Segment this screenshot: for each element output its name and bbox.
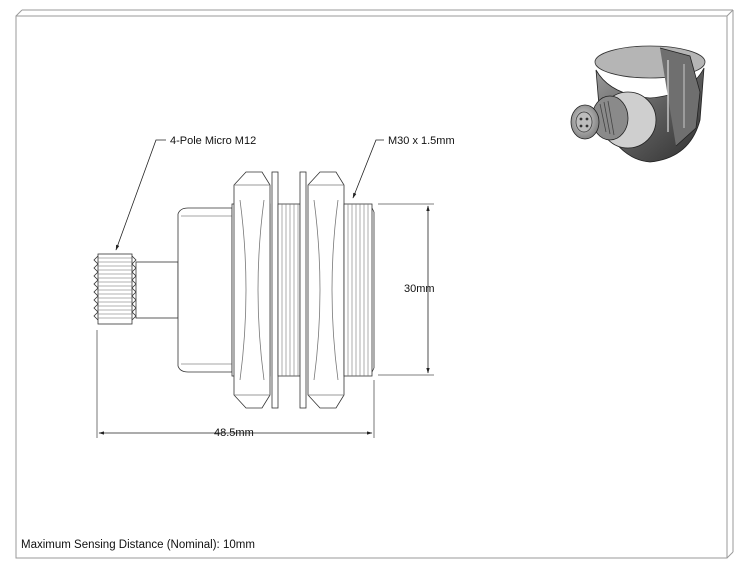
sensor-side-view (93, 171, 375, 409)
sensor-3d-render (570, 45, 706, 163)
washer-left (271, 171, 279, 409)
connector-thread (93, 253, 137, 325)
body-thread-front (343, 203, 375, 377)
dimension-diameter-label: 30mm (404, 283, 435, 295)
dimension-lines (96, 203, 434, 438)
connector-neck (135, 261, 179, 319)
sensor-body (177, 207, 233, 373)
body-thread-middle (277, 203, 301, 377)
callout-thread-label: M30 x 1.5mm (388, 135, 455, 147)
drawing-frame (15, 9, 734, 559)
hex-nut-right (307, 171, 345, 409)
dimension-length-label: 48.5mm (214, 427, 254, 439)
callout-leaders (115, 139, 384, 251)
sensing-distance-note: Maximum Sensing Distance (Nominal): 10mm (21, 539, 255, 551)
callout-connector-label: 4-Pole Micro M12 (170, 135, 257, 147)
hex-nut-left (233, 171, 271, 409)
washer-right (299, 171, 307, 409)
